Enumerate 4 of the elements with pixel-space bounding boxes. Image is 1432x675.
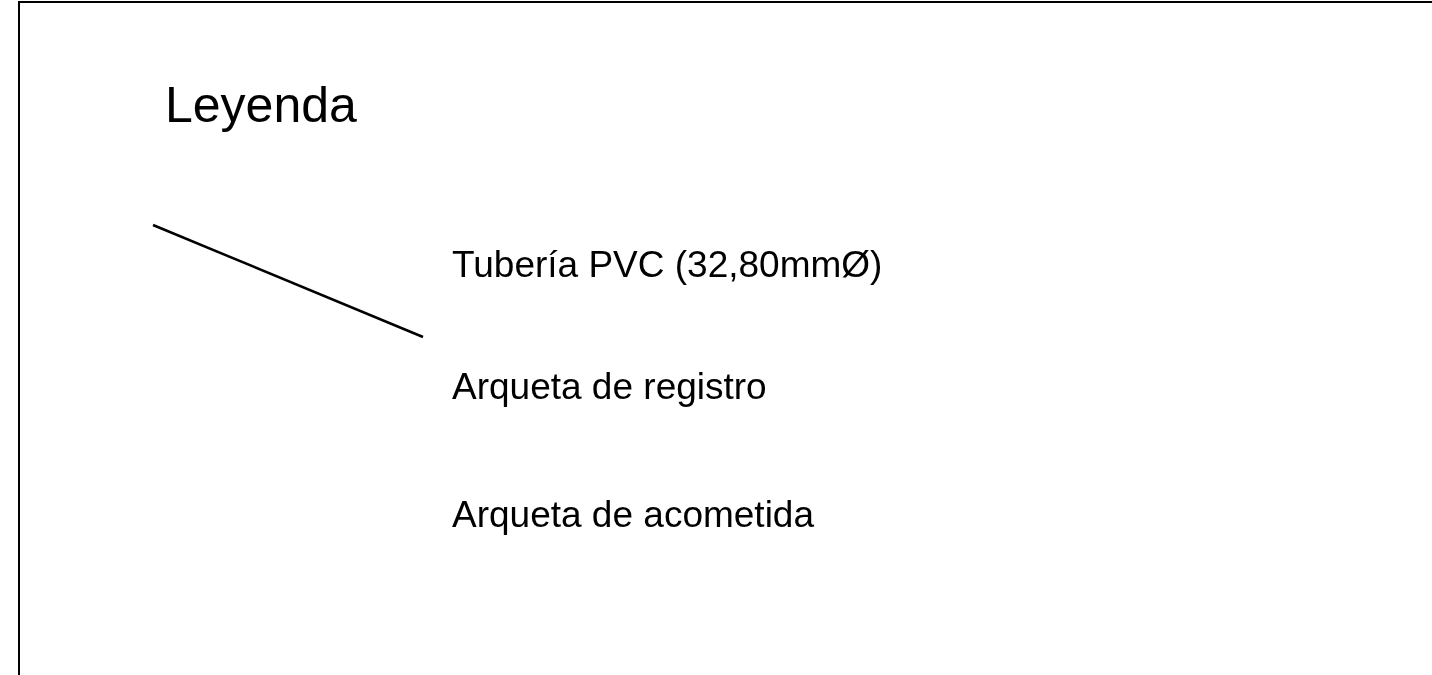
legend-text: Tubería PVC (32,80mmØ): [452, 246, 883, 283]
legend-text: Arqueta de acometida: [452, 496, 814, 533]
legend-title: Leyenda: [165, 80, 357, 130]
legend-text: Arqueta de registro: [452, 368, 767, 405]
